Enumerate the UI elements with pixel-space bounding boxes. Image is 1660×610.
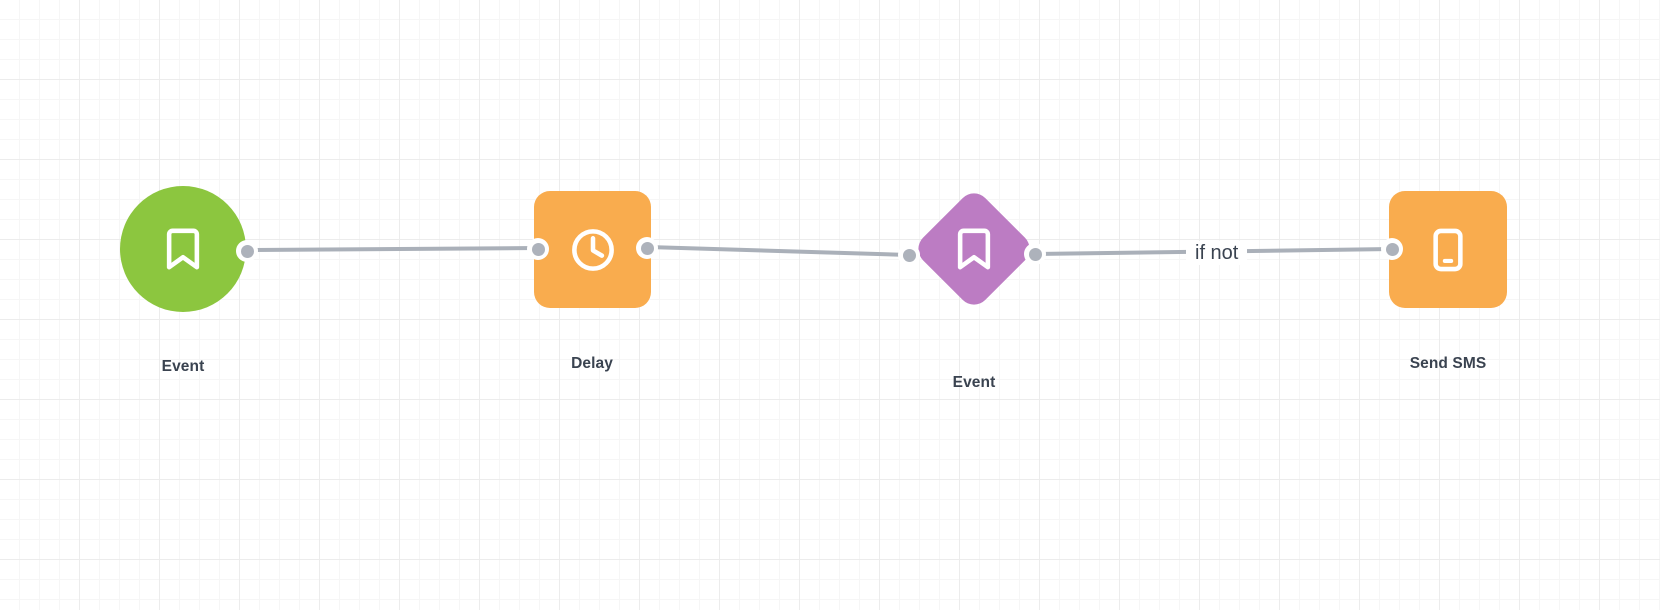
node-label-send-sms: Send SMS (1409, 355, 1487, 372)
port-delay-out[interactable] (636, 237, 658, 259)
clock-icon (571, 228, 614, 271)
node-event-condition[interactable] (911, 186, 1037, 312)
port-event-condition-in[interactable] (898, 244, 920, 266)
mobile-phone-icon (1433, 228, 1463, 271)
port-send-sms-in[interactable] (1381, 238, 1403, 260)
edge-delay-to-event[interactable] (646, 245, 911, 257)
node-delay[interactable] (534, 191, 651, 308)
node-event-start[interactable] (120, 186, 246, 312)
edge-label-if-not[interactable]: if not (1186, 241, 1248, 265)
port-event-condition-out[interactable] (1024, 243, 1046, 265)
bookmark-icon (166, 228, 200, 270)
node-label-event-start: Event (161, 358, 205, 375)
node-send-sms[interactable] (1389, 191, 1507, 308)
port-delay-in[interactable] (527, 238, 549, 260)
bookmark-icon (957, 228, 991, 270)
node-label-event-condition: Event (952, 374, 996, 391)
port-event-start-out[interactable] (236, 240, 258, 262)
edge-event-to-delay[interactable] (245, 246, 539, 252)
node-label-delay: Delay (571, 355, 613, 372)
